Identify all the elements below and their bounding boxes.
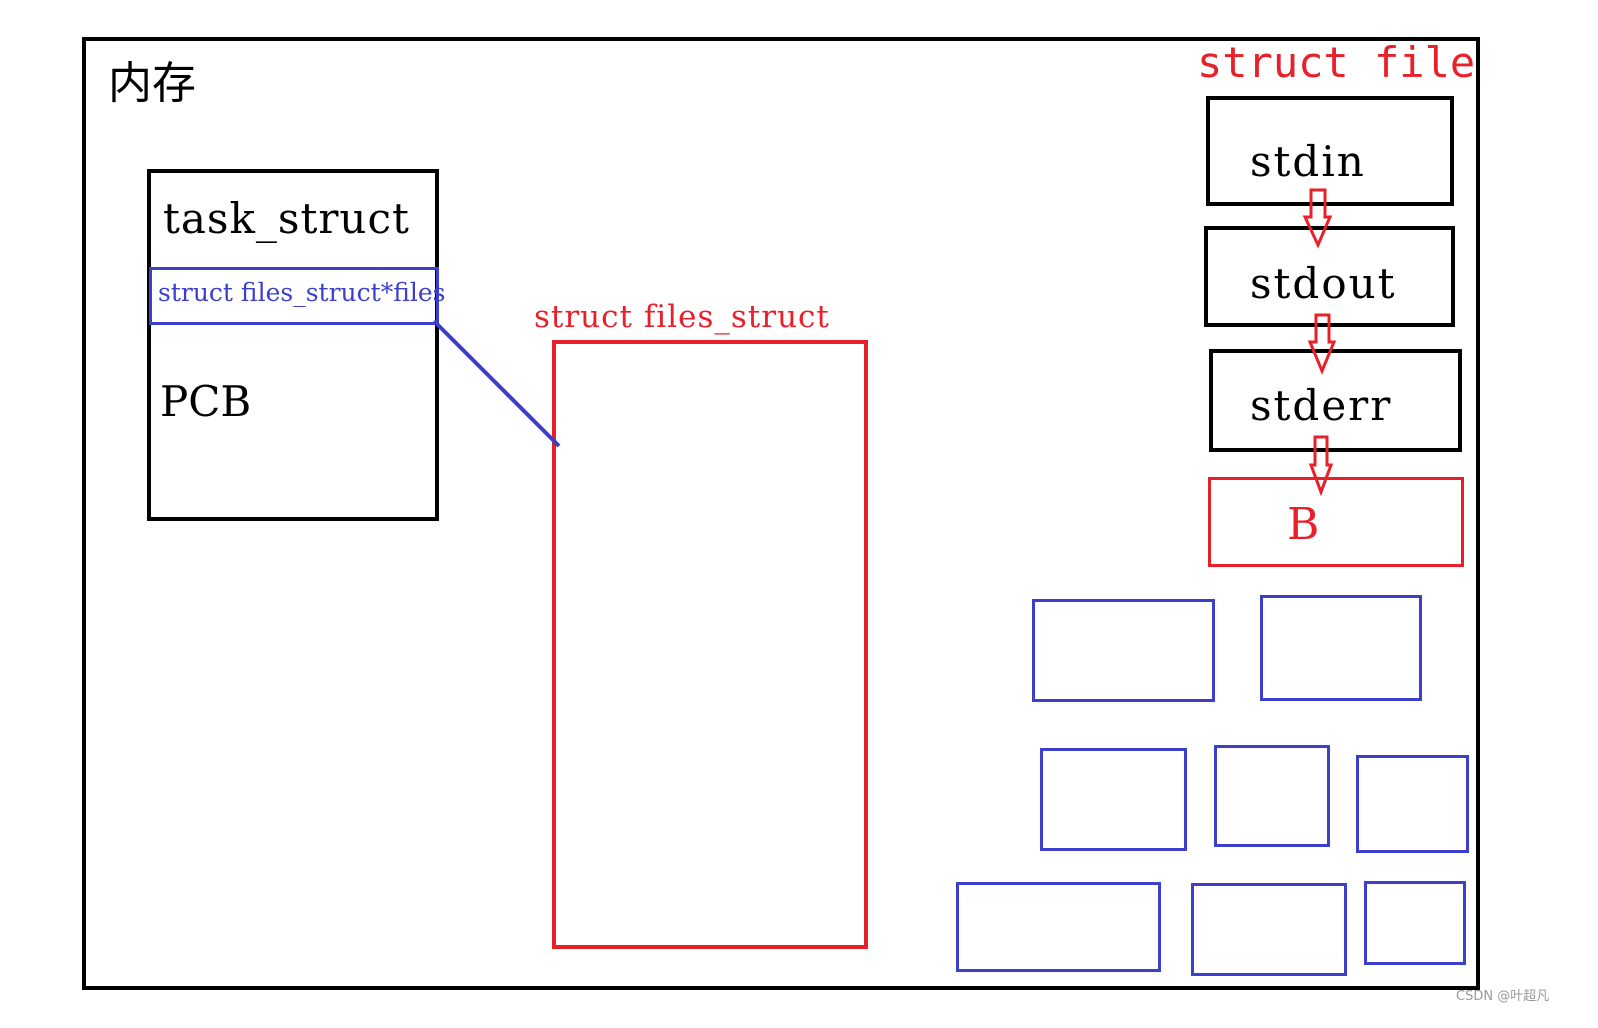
file-object-box: [1260, 595, 1422, 701]
files-struct-box: [552, 340, 868, 949]
b-node-label: B: [1287, 499, 1320, 550]
memory-frame: [82, 37, 1480, 990]
task-struct-label: task_struct: [163, 194, 410, 243]
memory-title: 内存: [108, 58, 196, 109]
file-object-box: [1191, 883, 1347, 976]
stderr-node-label: stderr: [1250, 381, 1393, 430]
file-object-box: [1364, 881, 1466, 965]
stdout-node-label: stdout: [1250, 259, 1397, 308]
file-object-box: [1040, 748, 1187, 851]
files-pointer-label: struct files_struct*files: [158, 278, 446, 307]
files-pointer-box: [149, 267, 439, 325]
pcb-label: PCB: [160, 377, 252, 426]
files-struct-title: struct files_struct: [534, 299, 830, 335]
b-node-box: [1208, 477, 1464, 567]
file-object-box: [956, 882, 1161, 972]
stdin-node-label: stdin: [1250, 137, 1366, 186]
watermark: CSDN @叶超凡: [1456, 989, 1550, 1004]
struct-file-title: struct file: [1197, 38, 1476, 87]
file-object-box: [1356, 755, 1469, 853]
file-object-box: [1214, 745, 1330, 847]
file-object-box: [1032, 599, 1215, 702]
